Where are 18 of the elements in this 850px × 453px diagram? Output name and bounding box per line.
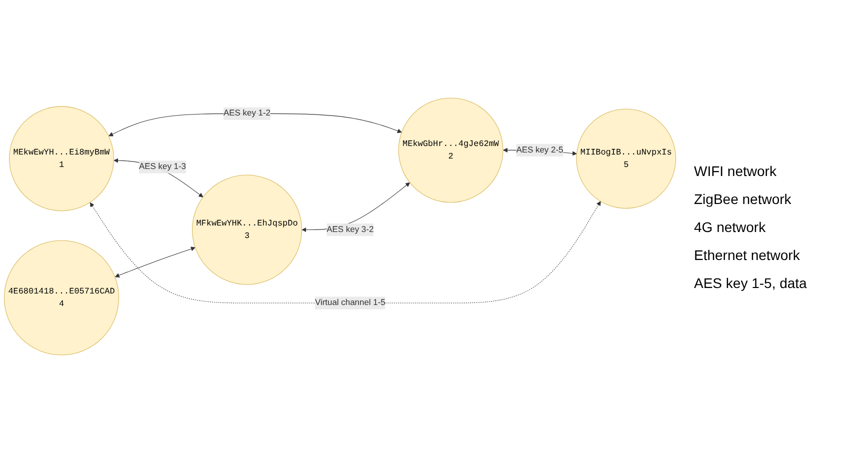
node-circle: MEkwEwYH...Ei8myBmW 1 <box>9 106 114 212</box>
arrow <box>114 246 196 278</box>
edge-label: AES key 2-5 <box>516 145 564 154</box>
node-circle: MEkwGbHr...4gJe62mW 2 <box>398 98 504 203</box>
note-label: 4G network <box>693 218 767 236</box>
note-label: ZigBee network <box>693 190 792 208</box>
note-label: Ethernet network <box>693 246 801 264</box>
edge-label: AES key 3-2 <box>326 225 374 234</box>
arrow <box>90 201 601 304</box>
arrow <box>114 158 204 198</box>
node-circle: 4E6801418...E05716CAD 4 <box>4 240 120 356</box>
node-circle: MFkwEwYHK...EhJqspDo 3 <box>192 174 302 285</box>
edge-label: AES key 1-2 <box>223 108 271 118</box>
note-label: WIFI network <box>693 162 778 180</box>
node-circle: MIIBogIB...uNvpxIs 5 <box>576 108 676 209</box>
edge-label: Virtual channel 1-5 <box>314 298 386 308</box>
edge-label: AES key 1-3 <box>138 162 186 172</box>
note-label: AES key 1-5, data <box>693 274 808 292</box>
